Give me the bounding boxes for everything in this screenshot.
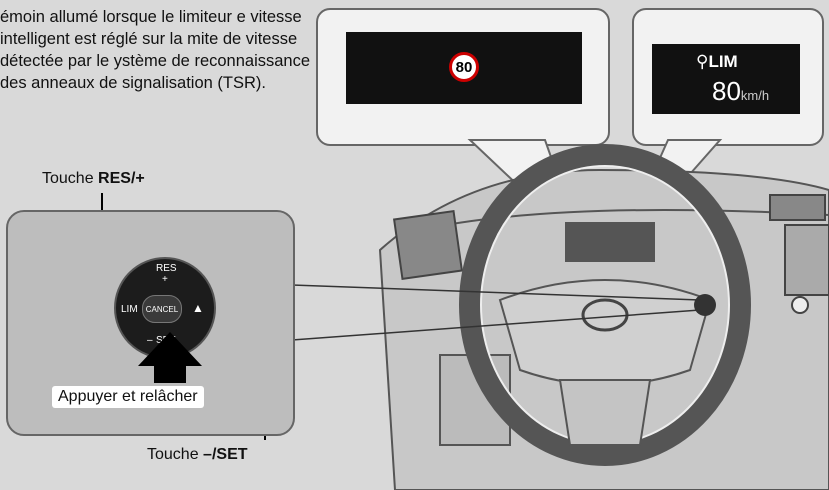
infotainment-knob bbox=[791, 296, 809, 314]
steering-wheel-lower-spoke bbox=[558, 379, 652, 446]
limiter-indicator: ⚲LIM bbox=[696, 52, 738, 72]
left-vent bbox=[392, 209, 464, 281]
inset-connector-top bbox=[291, 284, 701, 301]
cluster-display-area bbox=[565, 222, 655, 262]
set-speed-value: 80 bbox=[712, 76, 741, 106]
steering-wheel-hub bbox=[498, 279, 712, 386]
indicator-caption: émoin allumé lorsque le limiteur e vites… bbox=[0, 8, 311, 92]
press-arrow-icon bbox=[138, 332, 202, 366]
press-release-label: Appuyer et relâcher bbox=[52, 386, 204, 408]
res-plus-text: + bbox=[162, 274, 168, 285]
speed-unit: km/h bbox=[740, 88, 770, 103]
res-key-name: RES/+ bbox=[98, 170, 145, 187]
press-arrow-stem bbox=[154, 365, 186, 383]
steering-wheel-rim bbox=[459, 144, 751, 466]
set-speed-readout: 80km/h bbox=[712, 76, 769, 107]
speed-limit-sign-icon: 80 bbox=[449, 52, 479, 82]
dash-upper-line bbox=[419, 209, 829, 231]
steering-pad-location bbox=[694, 294, 716, 316]
res-text: RES bbox=[156, 263, 177, 274]
res-key-label: Touche RES/+ bbox=[42, 170, 145, 187]
distance-icon: ▲ bbox=[192, 301, 204, 315]
lim-display-callout: ⚲LIM 80km/h bbox=[632, 8, 824, 146]
set-key-name: –/SET bbox=[203, 446, 248, 463]
lim-text: LIM bbox=[708, 52, 738, 71]
tsr-display-callout: 80 bbox=[316, 8, 610, 146]
lim-display-screen: ⚲LIM 80km/h bbox=[652, 44, 800, 114]
tsr-display-screen: 80 bbox=[346, 32, 582, 104]
sign-value: 80 bbox=[455, 58, 473, 76]
inset-connector-bottom bbox=[291, 309, 701, 341]
cancel-button[interactable]: CANCEL bbox=[142, 295, 182, 323]
right-vent bbox=[769, 194, 826, 221]
set-key-label: Touche –/SET bbox=[147, 446, 248, 463]
steering-pad-inset: RES + LIM CANCEL ▲ SET – Appuyer et relâ… bbox=[6, 210, 295, 436]
lim-button-text: LIM bbox=[121, 304, 138, 315]
infotainment-screen bbox=[784, 224, 829, 296]
key-icon: ⚲ bbox=[696, 52, 709, 71]
